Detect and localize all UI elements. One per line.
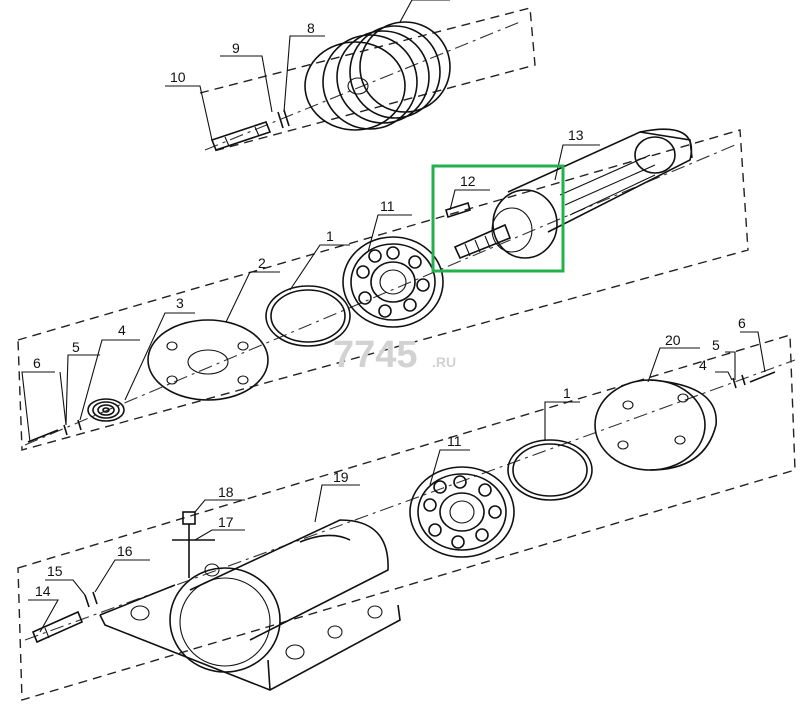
label-15: 15 <box>47 563 63 579</box>
highlight-box <box>431 164 565 273</box>
washer-parts-4-5-right <box>732 374 746 389</box>
grease-nipple-part-18 <box>182 511 196 578</box>
seal-ring-part-1-upper <box>265 285 351 347</box>
middle-axis <box>24 144 736 446</box>
label-1-upper: 1 <box>326 228 334 244</box>
label-18: 18 <box>218 484 234 500</box>
label-20: 20 <box>665 332 681 348</box>
label-4-right: 4 <box>699 357 707 373</box>
seal-ring-part-1-lower <box>507 439 593 501</box>
label-11-upper: 11 <box>380 198 395 214</box>
top-group-boundary <box>199 7 536 153</box>
top-axis <box>204 21 521 151</box>
bearing-part-11-upper <box>342 236 444 328</box>
label-12: 12 <box>460 173 476 189</box>
label-8: 8 <box>307 20 315 36</box>
label-14: 14 <box>35 583 51 599</box>
label-11-lower: 11 <box>447 433 462 449</box>
watermark-main: 7745 <box>333 334 418 376</box>
label-4-left: 4 <box>118 322 126 338</box>
middle-group-boundary <box>17 129 749 451</box>
washer-parts-15-16 <box>84 591 98 608</box>
bearing-housing-part-19 <box>99 519 401 691</box>
spring-part-3 <box>87 398 125 422</box>
key-part-8-9 <box>277 109 290 129</box>
end-cover-part-20 <box>594 379 717 471</box>
label-9: 9 <box>232 40 240 56</box>
bolt-part-6-left <box>27 429 59 443</box>
bolt-part-14 <box>31 610 84 644</box>
label-3: 3 <box>176 295 184 311</box>
label-5-left: 5 <box>72 339 80 355</box>
label-16: 16 <box>117 543 133 559</box>
label-2: 2 <box>258 255 266 271</box>
label-17: 17 <box>218 514 234 530</box>
label-6-left: 6 <box>33 355 41 371</box>
bearing-part-11-lower <box>409 466 515 558</box>
label-5-right: 5 <box>712 337 720 353</box>
label-1-lower: 1 <box>563 385 571 401</box>
label-10: 10 <box>170 69 186 85</box>
key-part-12 <box>445 201 471 219</box>
bottom-group-boundary <box>17 334 796 701</box>
label-19: 19 <box>333 469 349 485</box>
label-6-right: 6 <box>738 315 746 331</box>
leader-lines <box>21 0 766 633</box>
watermark-ext: .RU <box>432 354 456 370</box>
label-13: 13 <box>568 127 584 143</box>
pulley-part <box>304 21 451 131</box>
bolt-part-6-right <box>749 371 776 383</box>
end-cover-part-2 <box>147 319 269 401</box>
shaft-part-13 <box>453 128 693 260</box>
washer-parts-4-5-left <box>63 419 82 436</box>
bolt-part-10 <box>210 121 272 151</box>
